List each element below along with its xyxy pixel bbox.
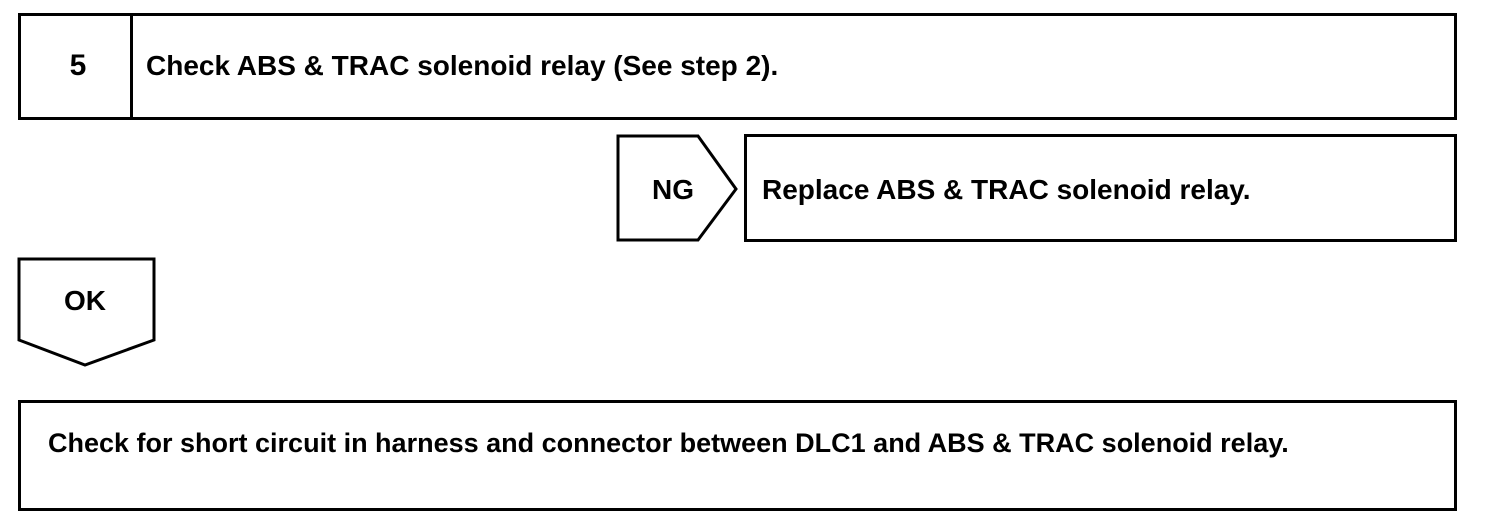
ok-label: OK xyxy=(64,285,106,316)
next-check-box xyxy=(18,400,1457,511)
ng-label: NG xyxy=(652,174,694,205)
step-number: 5 xyxy=(69,49,87,82)
ng-arrow xyxy=(616,134,738,242)
step-title: Check ABS & TRAC solenoid relay (See ste… xyxy=(146,50,779,81)
ng-action-box xyxy=(744,134,1457,242)
step-number-divider xyxy=(130,13,133,120)
step-header-box xyxy=(18,13,1457,120)
ok-arrow xyxy=(17,257,156,367)
next-check-text: Check for short circuit in harness and c… xyxy=(48,428,1289,458)
ng-action-text: Replace ABS & TRAC solenoid relay. xyxy=(762,174,1251,205)
